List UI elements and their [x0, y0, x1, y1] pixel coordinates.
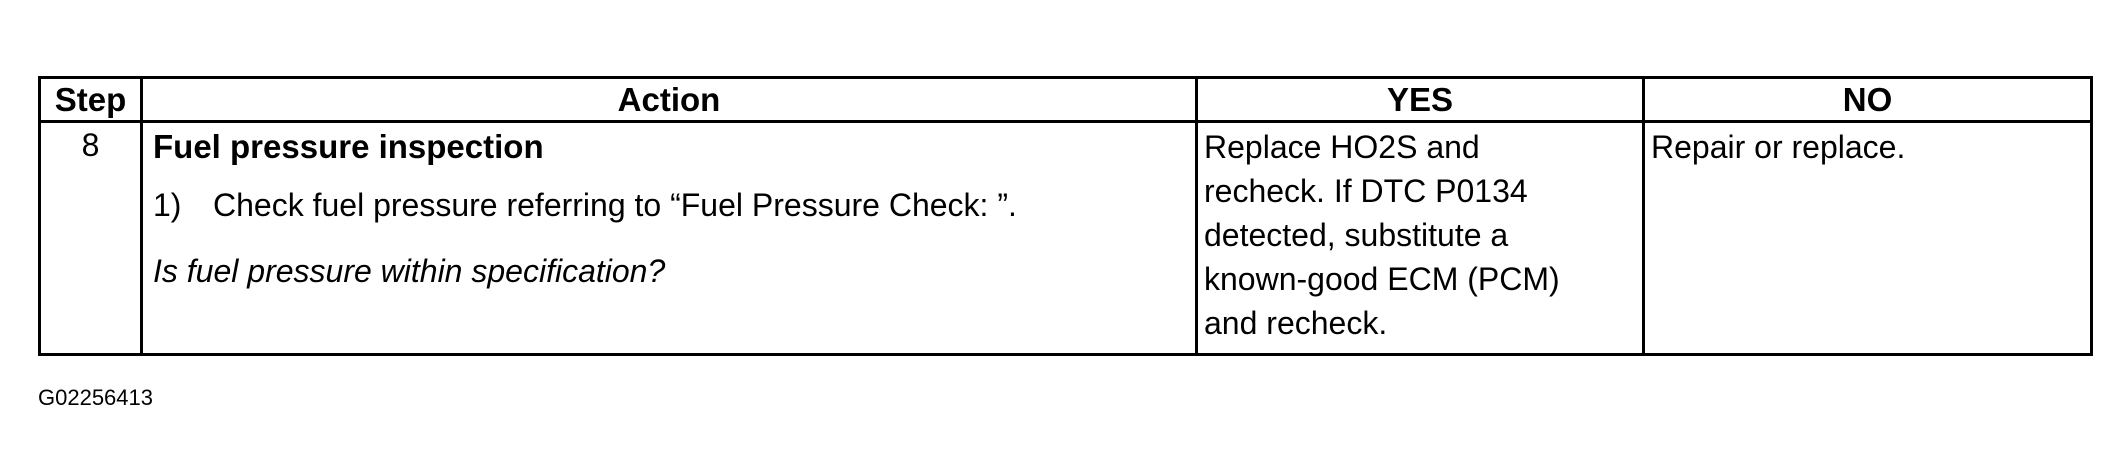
action-substep-number: 1) [153, 187, 182, 223]
no-cell: Repair or replace. [1642, 120, 2093, 356]
action-cell: Fuel pressure inspection 1) Check fuel pr… [140, 120, 1198, 356]
yes-cell: Replace HO2S and recheck. If DTC P0134 d… [1195, 120, 1645, 356]
header-no: NO [1642, 76, 2093, 123]
header-action: Action [140, 76, 1198, 123]
action-substep-text: Check fuel pressure referring to “Fuel P… [213, 187, 1017, 223]
diagnostic-table: Step Action YES NO 8 Fuel pressure inspe… [38, 76, 2093, 356]
table-row: 8 Fuel pressure inspection 1) Check fuel … [38, 120, 2093, 356]
figure-id: G02256413 [38, 385, 153, 410]
step-number: 8 [38, 120, 143, 356]
header-step: Step [38, 76, 143, 123]
yes-text: Replace HO2S and recheck. If DTC P0134 d… [1204, 129, 1560, 341]
header-yes: YES [1195, 76, 1645, 123]
table-header-row: Step Action YES NO [38, 76, 2093, 123]
no-text: Repair or replace. [1651, 129, 1906, 165]
action-substep: 1) Check fuel pressure referring to “Fuel… [153, 183, 1195, 227]
action-title: Fuel pressure inspection [153, 128, 544, 165]
action-question: Is fuel pressure within specification? [153, 253, 666, 289]
